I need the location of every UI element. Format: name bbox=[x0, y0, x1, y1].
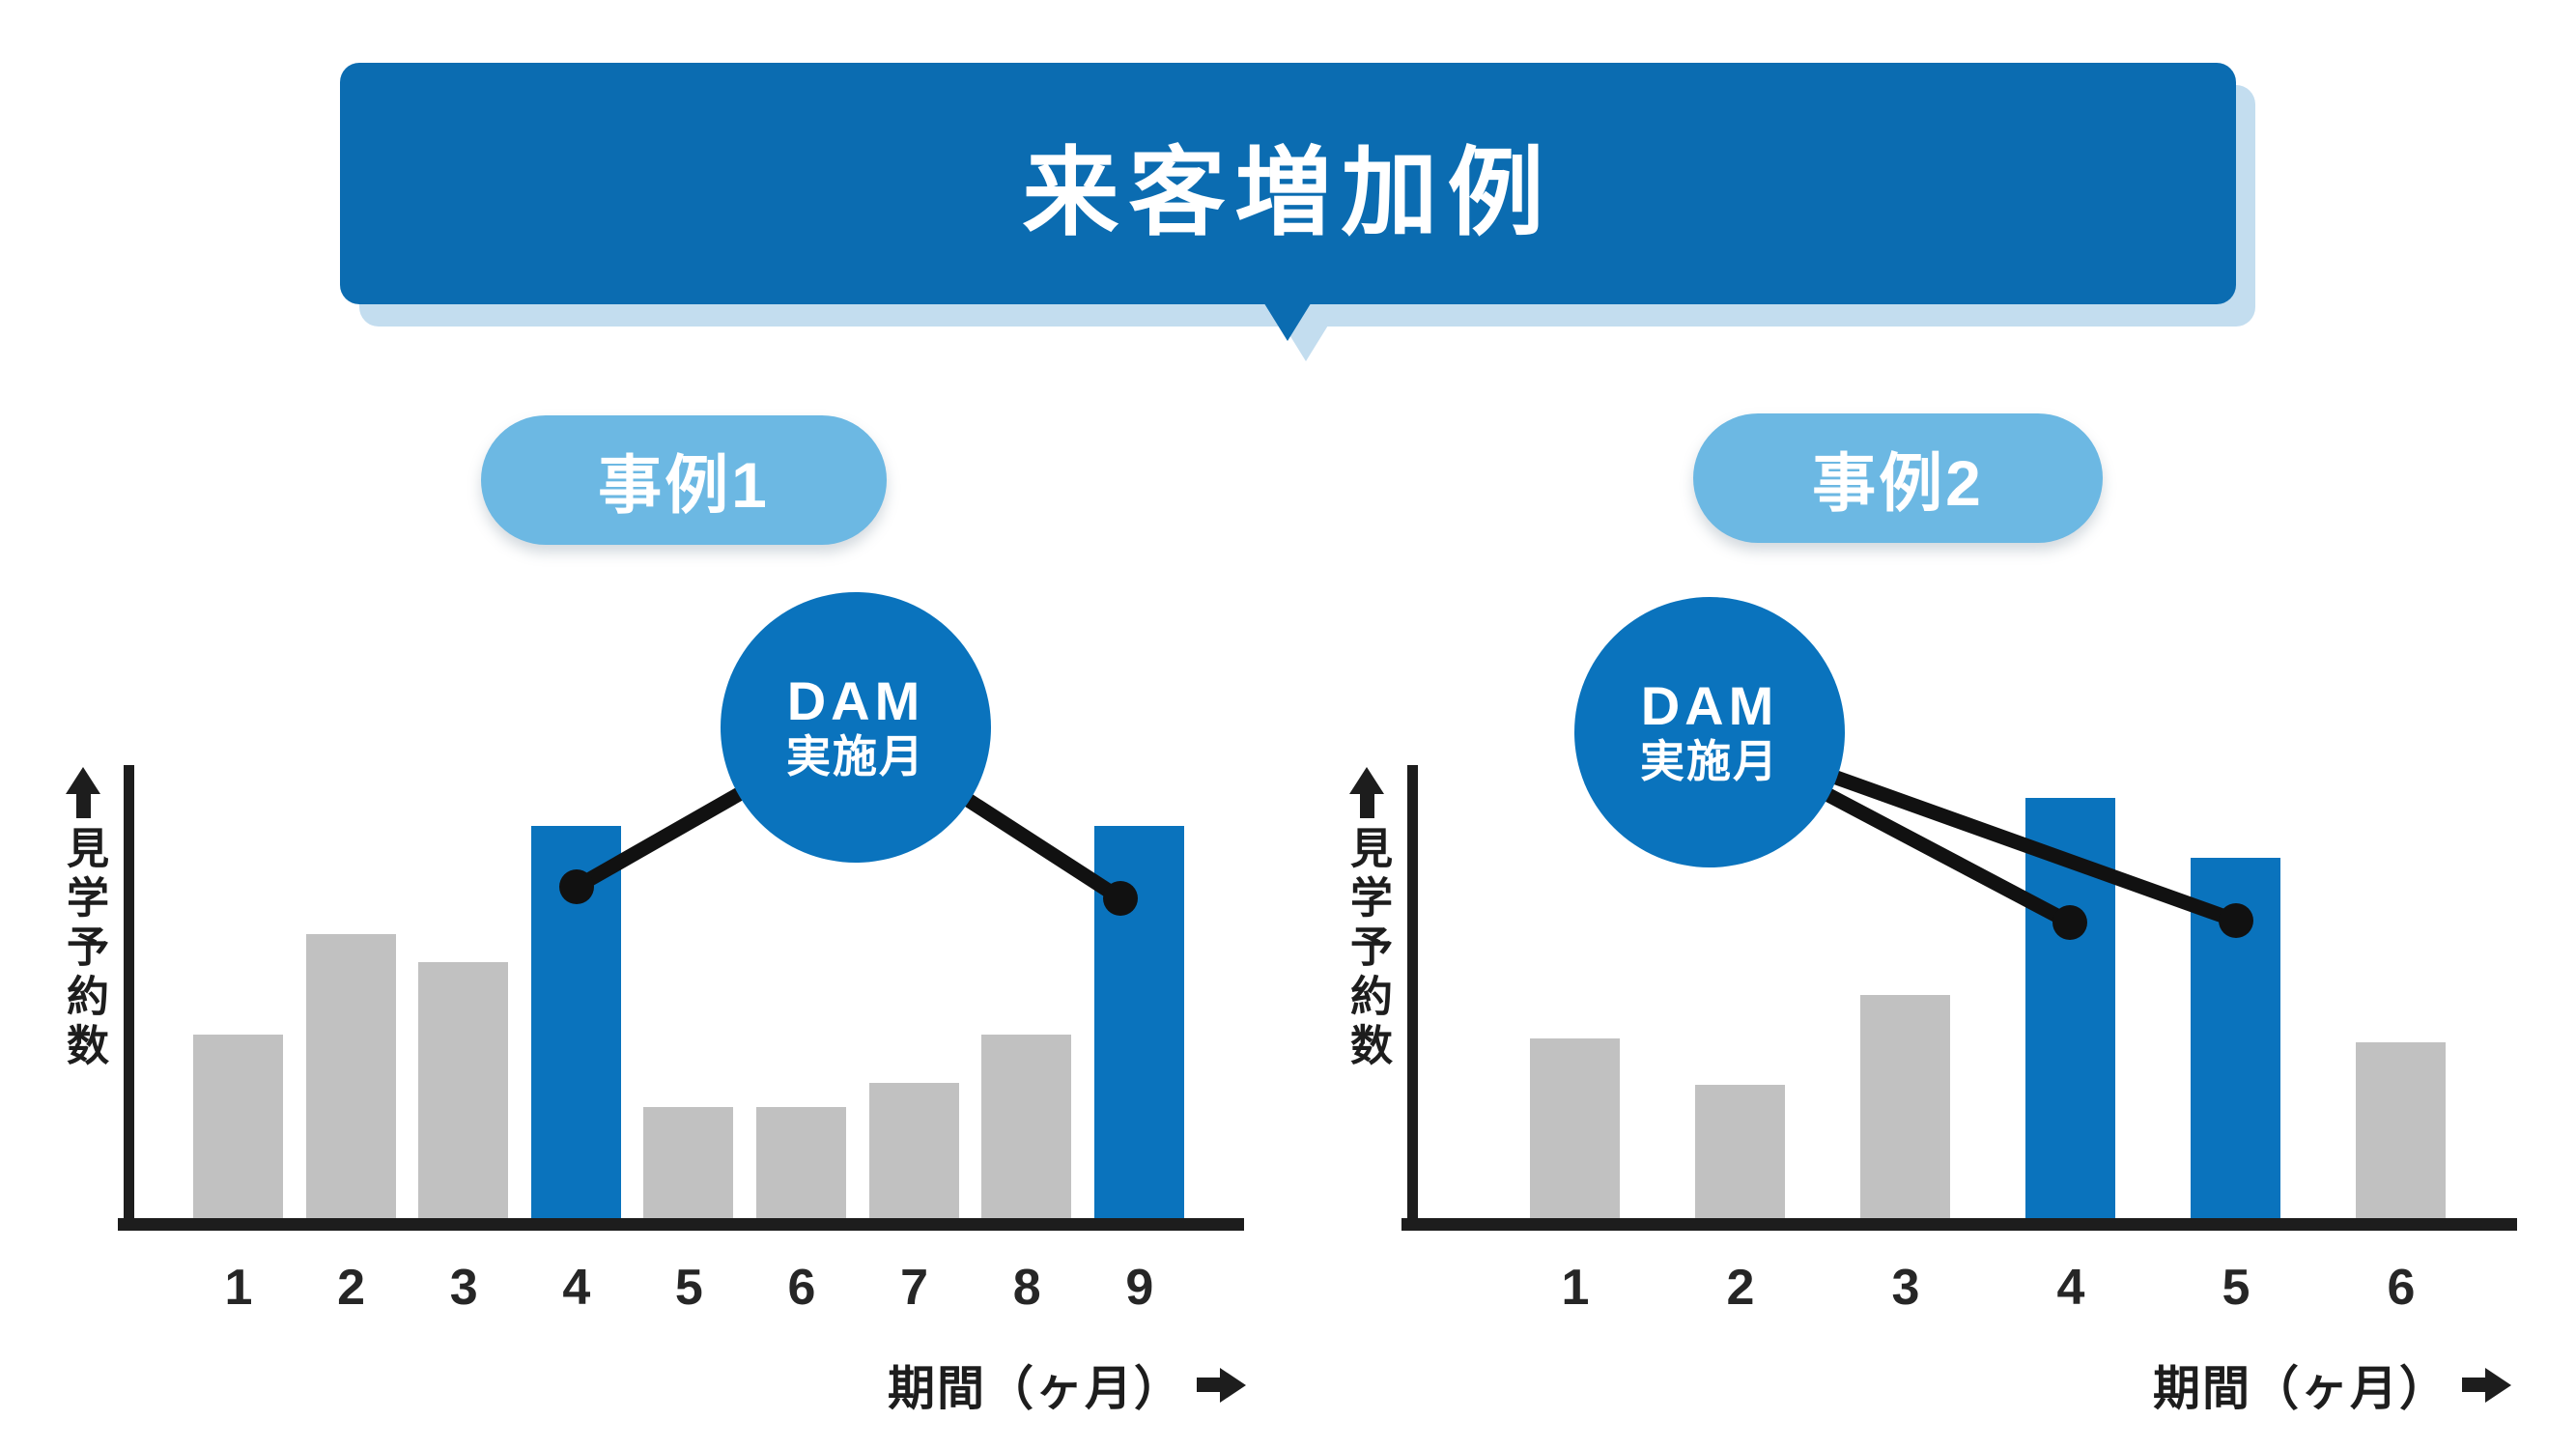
bar-month-3 bbox=[418, 962, 509, 1227]
x-axis-title-case1: 期間（ヶ月） bbox=[888, 1350, 1246, 1419]
x-axis-title-text: 期間（ヶ月） bbox=[2152, 1363, 2449, 1415]
x-tick-6: 6 bbox=[787, 1260, 816, 1316]
x-axis-line-case2 bbox=[1401, 1218, 2517, 1231]
x-tick-4: 4 bbox=[562, 1260, 591, 1316]
dam-label: DAM bbox=[1640, 674, 1779, 736]
x-tick-7: 7 bbox=[900, 1260, 929, 1316]
dam-sublabel: 実施月 bbox=[1640, 736, 1779, 787]
dam-label: DAM bbox=[786, 669, 925, 731]
bar-month-5 bbox=[643, 1106, 734, 1227]
x-tick-2: 2 bbox=[337, 1260, 366, 1316]
x-tick-3: 3 bbox=[1891, 1260, 1920, 1316]
x-tick-4: 4 bbox=[2056, 1260, 2085, 1316]
bar-month-8 bbox=[981, 1034, 1072, 1227]
bar-month-6 bbox=[2356, 1042, 2446, 1227]
right-arrow-icon bbox=[1197, 1367, 1246, 1403]
x-axis-line-case1 bbox=[118, 1218, 1244, 1231]
right-arrow-icon bbox=[2462, 1367, 2511, 1403]
x-tick-2: 2 bbox=[1726, 1260, 1755, 1316]
x-tick-5: 5 bbox=[2222, 1260, 2250, 1316]
bar-month-1 bbox=[1530, 1037, 1620, 1227]
bar-month-6 bbox=[756, 1106, 846, 1227]
connector-dots bbox=[559, 869, 2253, 940]
page-title: 来客増加例 bbox=[1022, 138, 1554, 247]
up-arrow-icon bbox=[66, 767, 100, 818]
bar-month-2 bbox=[305, 934, 396, 1227]
x-axis-title-text: 期間（ヶ月） bbox=[887, 1363, 1183, 1415]
case1-badge: 事例1 bbox=[481, 415, 887, 545]
x-tick-6: 6 bbox=[2387, 1260, 2416, 1316]
bar-month-2 bbox=[1695, 1085, 1785, 1227]
bar-month-7 bbox=[868, 1082, 959, 1227]
y-axis-line-case2 bbox=[1407, 765, 1418, 1229]
bar-month-1 bbox=[193, 1034, 283, 1227]
x-tick-9: 9 bbox=[1125, 1260, 1154, 1316]
dam-sublabel: 実施月 bbox=[786, 731, 925, 782]
x-tick-1: 1 bbox=[1561, 1260, 1590, 1316]
case2-badge: 事例2 bbox=[1693, 413, 2103, 543]
dam-annotation-circle-case2: DAM 実施月 bbox=[1574, 597, 1845, 867]
y-axis-label-text: 見学予約数 bbox=[1344, 826, 1391, 1072]
y-axis-label-text: 見学予約数 bbox=[60, 826, 107, 1072]
up-arrow-icon bbox=[1349, 767, 1384, 818]
bar-month-3 bbox=[1860, 995, 1950, 1227]
dam-annotation-circle-case1: DAM 実施月 bbox=[721, 592, 991, 863]
y-axis-label-case1: 見学予約数 bbox=[54, 767, 112, 1072]
banner-pointer bbox=[1262, 300, 1313, 341]
case1-badge-label: 事例1 bbox=[598, 449, 770, 521]
x-tick-8: 8 bbox=[1012, 1260, 1041, 1316]
x-tick-3: 3 bbox=[449, 1260, 478, 1316]
title-banner: 来客増加例 bbox=[340, 63, 2236, 304]
x-tick-5: 5 bbox=[674, 1260, 703, 1316]
x-tick-1: 1 bbox=[224, 1260, 253, 1316]
y-axis-label-case2: 見学予約数 bbox=[1338, 767, 1396, 1072]
x-axis-title-case2: 期間（ヶ月） bbox=[2153, 1350, 2511, 1419]
y-axis-line-case1 bbox=[124, 765, 134, 1229]
case2-badge-label: 事例2 bbox=[1812, 447, 1984, 519]
